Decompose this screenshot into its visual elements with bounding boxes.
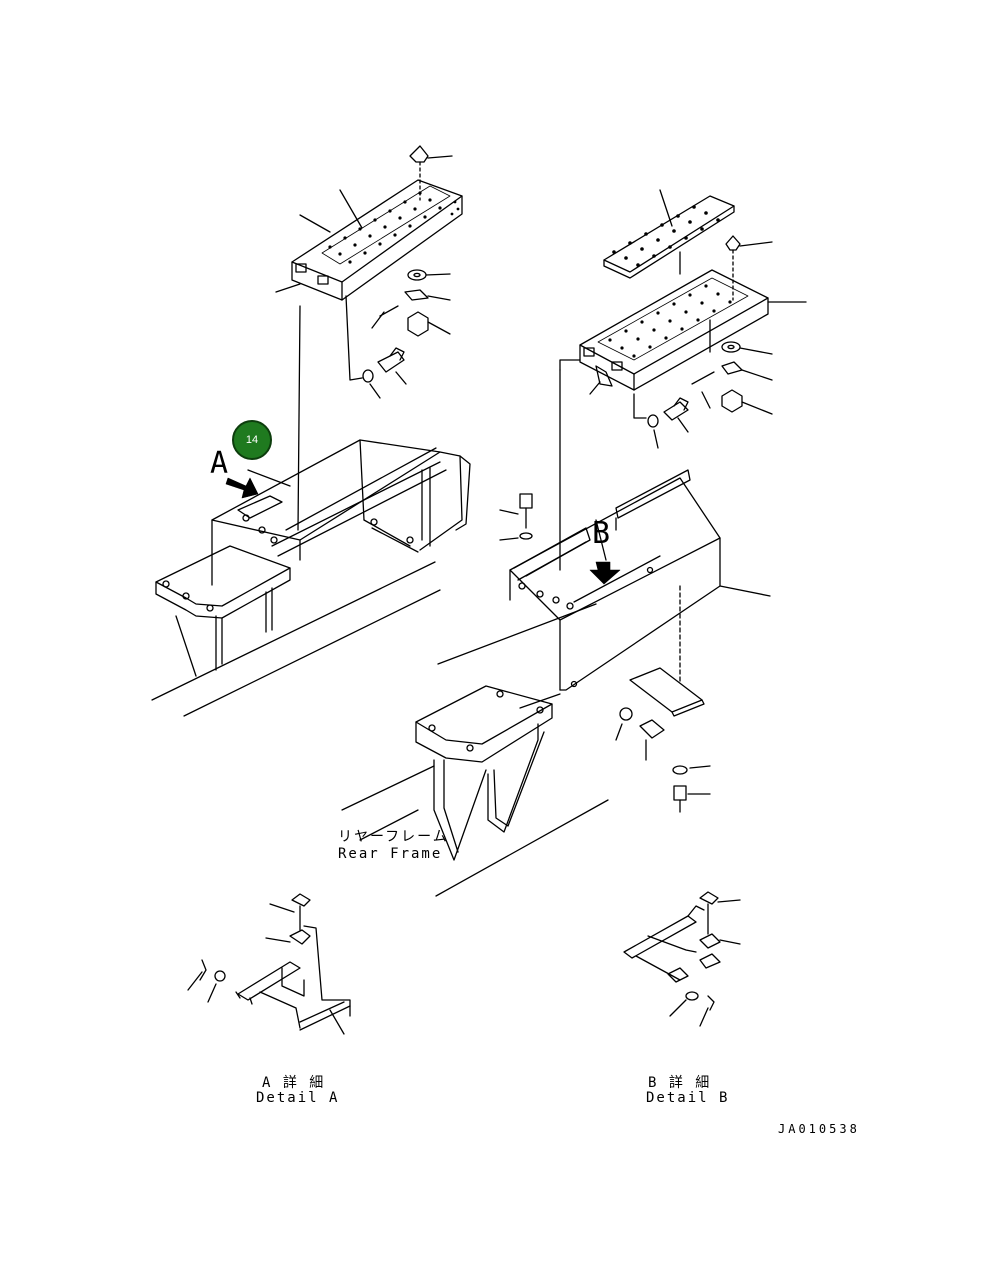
detail-a-assembly [187, 893, 351, 1035]
rear-frame-label-jp: リヤーフレーム [338, 829, 449, 845]
view-arrow-b [589, 519, 621, 585]
detail-b-assembly [623, 891, 741, 1027]
right-step-plate [559, 269, 807, 571]
detail-b-label-jp: B 詳 細 [648, 1075, 712, 1091]
view-letter-a: A [210, 446, 229, 481]
left-step-box [151, 439, 471, 717]
part-14-hotspot[interactable]: 14 [232, 420, 272, 460]
right-plate-hardware [647, 235, 773, 449]
detail-a-label-jp: A 詳 細 [262, 1075, 326, 1091]
view-arrow-a [225, 469, 291, 499]
rear-frame [341, 603, 609, 897]
drawing-code: JA010538 [778, 1122, 860, 1136]
left-step-plate [275, 179, 463, 531]
detail-a-label-en: Detail A [256, 1090, 340, 1106]
rear-frame-label-en: Rear Frame [338, 846, 443, 862]
right-step-box [499, 469, 771, 813]
left-plate-hardware [362, 145, 453, 399]
view-letter-b: B [592, 516, 611, 551]
right-step-pad [603, 189, 735, 279]
detail-b-label-en: Detail B [646, 1090, 730, 1106]
part-14-label: 14 [245, 434, 259, 446]
